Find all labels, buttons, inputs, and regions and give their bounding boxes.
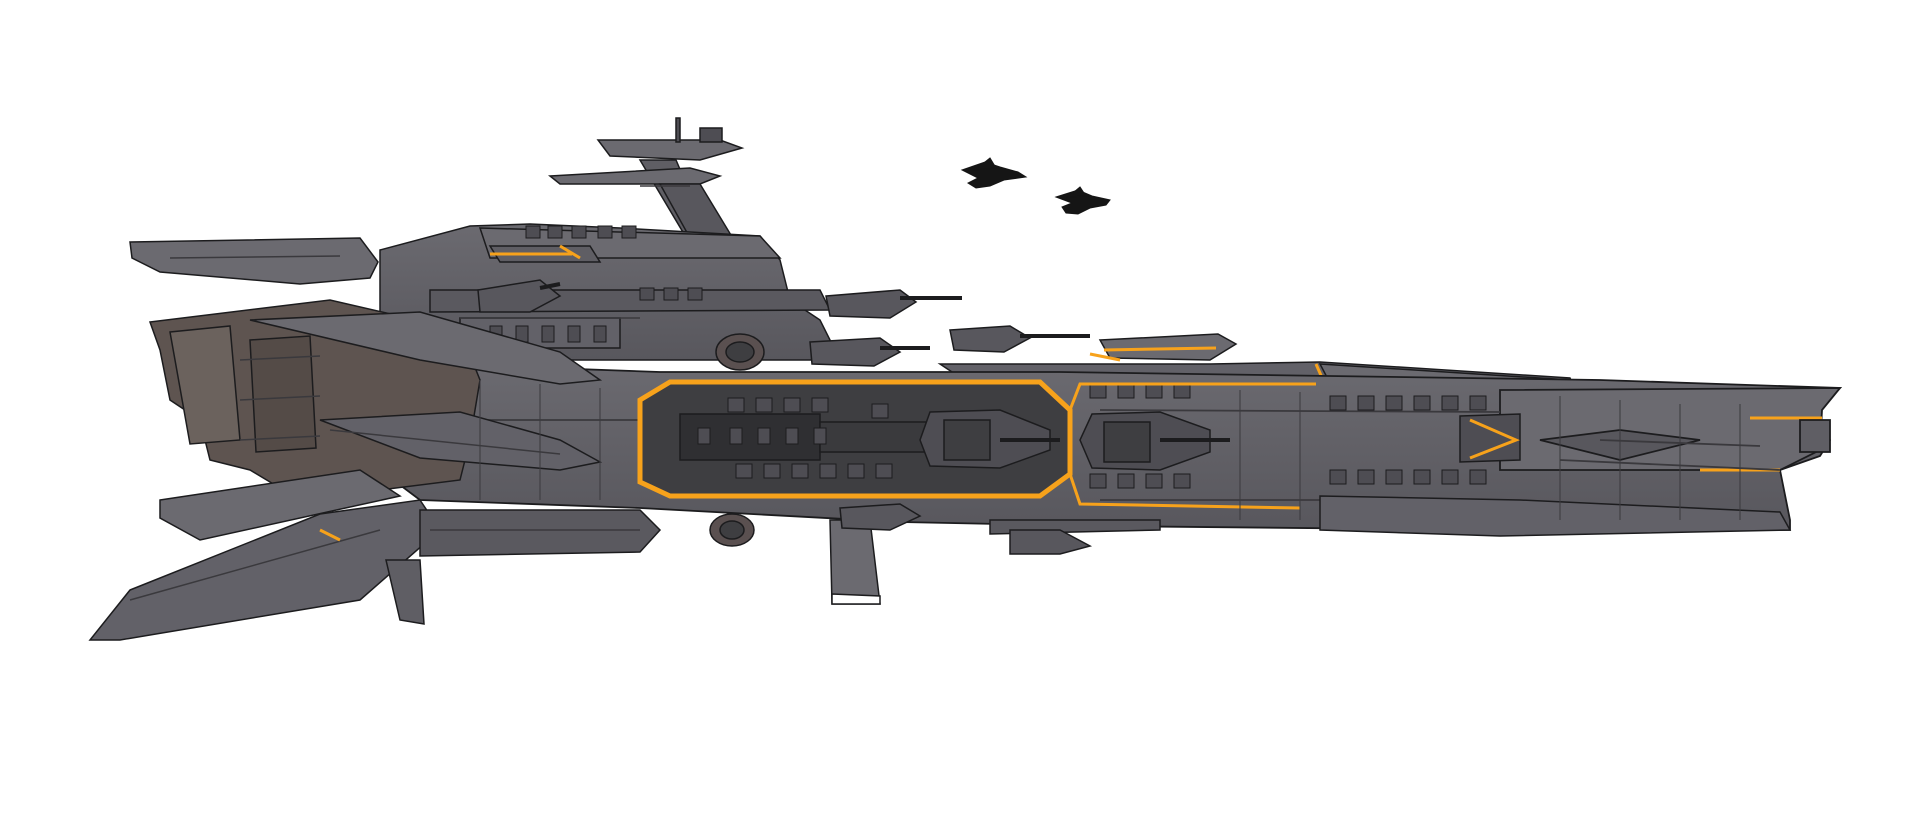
dome-turrets xyxy=(709,333,765,547)
lower-hull xyxy=(419,495,1792,605)
upper-turrets xyxy=(477,279,1090,367)
upper-rear-wing xyxy=(129,237,379,285)
upper-deck-pods xyxy=(525,225,703,301)
deck-window-row xyxy=(697,427,827,445)
rear-fins xyxy=(88,311,603,641)
fighter-1 xyxy=(960,157,1028,189)
hull-pods-top xyxy=(727,383,1487,419)
window-row xyxy=(489,325,607,343)
forward-accent-bands xyxy=(1068,352,1316,510)
hull-panel-lines xyxy=(479,380,1741,520)
hull-pods-bottom xyxy=(735,463,1487,489)
fighter-2 xyxy=(1054,186,1111,215)
main-turrets xyxy=(919,409,1521,471)
